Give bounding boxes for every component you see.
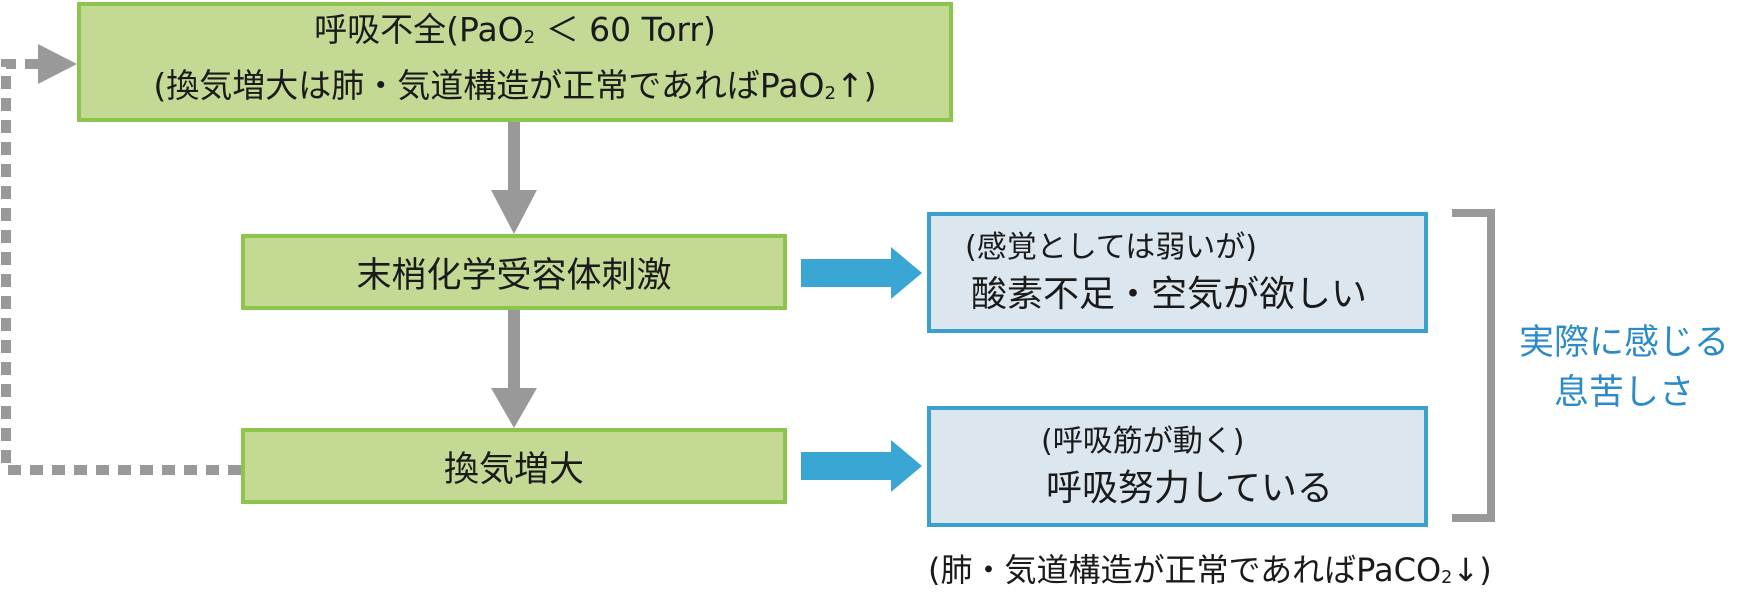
right-arrow-1-shaft bbox=[801, 259, 895, 287]
respiratory-failure-box: 呼吸不全(PaO2 ＜ 60 Torr) (換気増大は肺・気道構造が正常であれば… bbox=[77, 2, 953, 122]
oxygen-need-note: (感覚としては弱いが) bbox=[965, 229, 1257, 265]
right-arrow-2-shaft bbox=[801, 452, 895, 480]
chemoreceptor-box: 末梢化学受容体刺激 bbox=[241, 234, 787, 310]
down-arrow-2-shaft bbox=[508, 310, 520, 390]
dyspnea-label: 実際に感じる 息苦しさ bbox=[1508, 318, 1740, 418]
respiratory-failure-line1: 呼吸不全(PaO2 ＜ 60 Torr) bbox=[314, 6, 716, 62]
down-arrow-1-head bbox=[491, 190, 537, 234]
breathing-effort-box: (呼吸筋が動く) 呼吸努力している bbox=[927, 406, 1428, 527]
respiratory-failure-line2: (換気増大は肺・気道構造が正常であればPaO2↑) bbox=[153, 62, 876, 118]
dyspnea-label-line1: 実際に感じる bbox=[1518, 323, 1729, 363]
feedback-arrowhead bbox=[38, 44, 77, 84]
oxygen-need-label: 酸素不足・空気が欲しい bbox=[971, 273, 1368, 315]
rf-line2-subscript: 2 bbox=[824, 82, 837, 104]
right-arrow-2-head bbox=[891, 440, 922, 492]
paco2-note-subscript: 2 bbox=[1441, 567, 1453, 588]
feedback-dashed-line bbox=[1, 59, 241, 475]
dyspnea-bracket bbox=[1452, 209, 1495, 522]
down-arrow-2-head bbox=[491, 388, 537, 428]
down-arrow-1-shaft bbox=[508, 122, 520, 192]
rf-line2-suffix: ↑) bbox=[836, 66, 877, 105]
paco2-note: (肺・気道構造が正常であればPaCO2↓) bbox=[928, 548, 1492, 600]
breathing-effort-label: 呼吸努力している bbox=[1046, 467, 1333, 509]
oxygen-need-box: (感覚としては弱いが) 酸素不足・空気が欲しい bbox=[927, 212, 1428, 333]
chemoreceptor-label: 末梢化学受容体刺激 bbox=[356, 255, 672, 296]
ventilation-label: 換気増大 bbox=[443, 449, 584, 490]
dyspnea-label-line2: 息苦しさ bbox=[1553, 373, 1694, 413]
breathing-effort-note: (呼吸筋が動く) bbox=[1041, 423, 1245, 459]
ventilation-box: 換気増大 bbox=[241, 428, 787, 504]
rf-line1-prefix: 呼吸不全(PaO bbox=[314, 10, 524, 50]
paco2-note-prefix: (肺・気道構造が正常であればPaCO bbox=[928, 551, 1442, 589]
rf-line1-suffix: ＜ 60 Torr) bbox=[535, 10, 716, 50]
paco2-note-suffix: ↓) bbox=[1452, 551, 1492, 589]
right-arrow-1-head bbox=[891, 247, 922, 299]
rf-line1-subscript: 2 bbox=[523, 27, 536, 48]
rf-line2-prefix: (換気増大は肺・気道構造が正常であればPaO bbox=[153, 66, 825, 105]
